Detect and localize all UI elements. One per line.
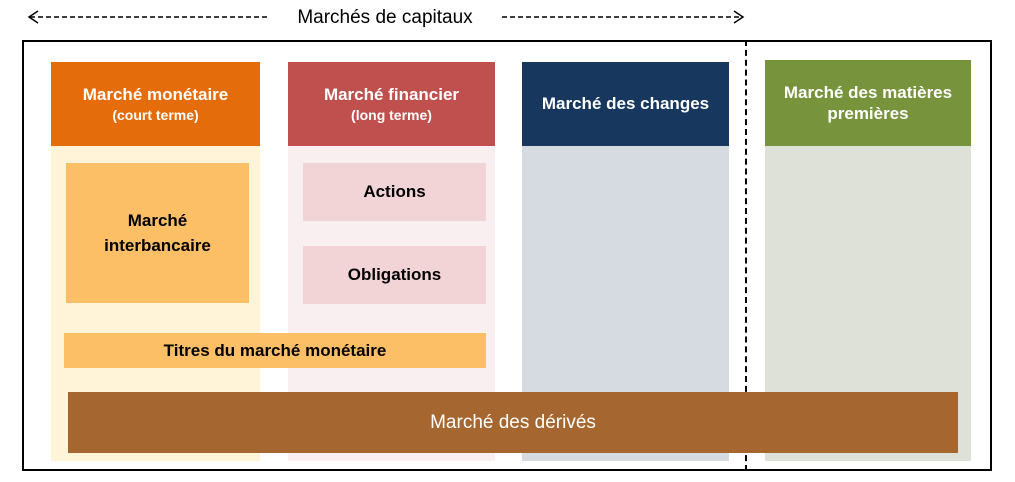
money-market-title: Marché monétaire <box>82 84 229 104</box>
outer-frame <box>22 40 992 471</box>
forex-market-title: Marché des changes <box>541 94 710 114</box>
interbank-line1: Marché <box>127 210 188 230</box>
financial-market-title: Marché financier <box>323 84 460 104</box>
dashed-divider <box>745 40 747 471</box>
commodities-market-header: Marché des matières premières <box>765 60 971 146</box>
diagram-title: Marchés de capitaux <box>270 4 500 32</box>
interbank-market-box: Marché interbancaire <box>66 163 249 303</box>
financial-market-subtitle: (long terme) <box>351 106 432 123</box>
derivatives-market-box: Marché des dérivés <box>68 392 958 453</box>
forex-market-header: Marché des changes <box>522 62 729 146</box>
capital-markets-arrow <box>27 10 745 24</box>
money-market-securities-box: Titres du marché monétaire <box>64 333 486 368</box>
money-market-header: Marché monétaire (court terme) <box>51 62 260 146</box>
stocks-box: Actions <box>303 163 486 221</box>
bonds-box: Obligations <box>303 246 486 304</box>
interbank-line2: interbancaire <box>104 236 211 255</box>
commodities-market-title: Marché des matières premières <box>783 82 953 123</box>
money-market-subtitle: (court terme) <box>112 106 199 123</box>
financial-market-header: Marché financier (long terme) <box>288 62 495 146</box>
